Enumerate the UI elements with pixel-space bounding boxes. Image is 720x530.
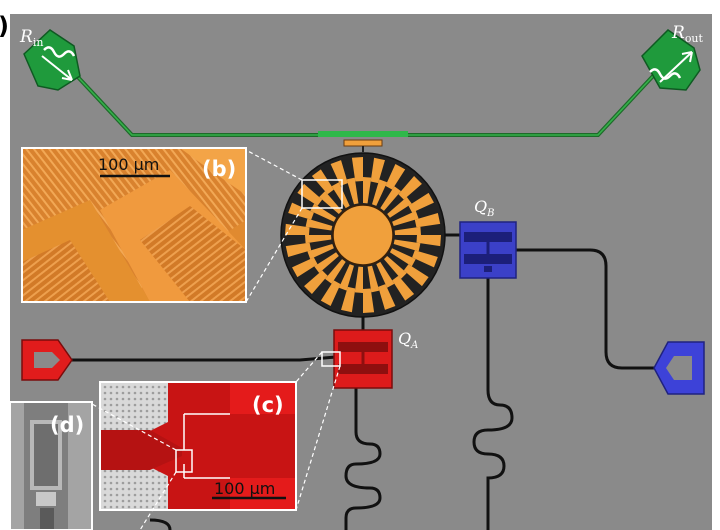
- input-port-label: Rin: [19, 27, 43, 49]
- resonator-outer-finger: [403, 264, 429, 287]
- resonator-outer-finger: [292, 257, 318, 278]
- resonator-inner-finger: [389, 248, 416, 267]
- resonator-outer-finger: [398, 176, 422, 200]
- resonator-inner-finger: [346, 177, 359, 205]
- resonator-outer-finger: [392, 275, 415, 301]
- resonator-outer-finger: [378, 284, 396, 310]
- resonator-outer-finger: [304, 270, 328, 294]
- drive-port-a: [21, 339, 73, 381]
- resonator-outer-finger: [351, 157, 363, 182]
- drive-port-b: [653, 341, 705, 395]
- resonator-inner-finger: [307, 244, 334, 260]
- qubit-b-drive-line: [516, 248, 654, 370]
- scale-bar-b-label: 100 µm: [98, 155, 159, 174]
- panel-d-label: (d): [50, 413, 84, 437]
- resonator-center-pad: [332, 204, 394, 266]
- output-port: [641, 29, 701, 91]
- resonator-outer-finger: [414, 213, 441, 228]
- resonator-outer-finger: [370, 157, 385, 184]
- resonator-outer-finger: [288, 202, 314, 220]
- resonator-inner-finger: [372, 179, 388, 206]
- arrow-icon: [659, 51, 693, 83]
- qubit-a: [333, 329, 393, 389]
- resistor-icon: [43, 46, 76, 58]
- qubit-a-flux-line: [344, 388, 382, 530]
- resonator-outer-finger: [311, 169, 334, 195]
- arrow-icon: [41, 55, 73, 81]
- panel-a-label: ): [0, 12, 9, 40]
- resonator-inner-finger: [392, 210, 419, 226]
- scale-bar-c-label: 100 µm: [214, 479, 275, 498]
- bottom-meander: [149, 518, 172, 530]
- resonator-inner-finger: [331, 182, 350, 209]
- resonator-coupling-pad: [343, 139, 383, 147]
- resonator-outer-finger: [320, 280, 341, 306]
- qubit-a-label: QA: [398, 329, 418, 351]
- resonator-inner-finger: [380, 186, 401, 211]
- qubit-b-label: QB: [474, 197, 494, 219]
- resonator-outer-finger: [341, 286, 356, 313]
- resonator: [280, 152, 446, 318]
- resonator-inner-finger: [383, 255, 407, 279]
- resonator-inner-finger: [325, 259, 346, 284]
- resonator-outer-finger: [385, 164, 406, 190]
- resonator-inner-finger: [367, 265, 380, 293]
- qubit-a-zoom-box: [321, 351, 341, 367]
- resonator-inner-finger: [387, 197, 412, 218]
- input-port: [23, 29, 81, 91]
- resonator-inner-finger: [305, 235, 332, 244]
- qubit-b: [459, 221, 517, 279]
- output-port-label: Rout: [671, 23, 704, 45]
- panel-c-micrograph: 100 µm (c): [99, 381, 297, 511]
- resonator-outer-finger: [416, 235, 441, 247]
- resonator-outer-finger: [285, 242, 312, 257]
- resonator-zoom-box: [301, 179, 343, 209]
- resonator-outer-finger: [330, 160, 348, 186]
- resonator-inner-finger: [363, 177, 372, 204]
- panel-c-label: (c): [252, 393, 284, 417]
- resonator-outer-finger: [412, 250, 438, 268]
- junction-zoom-box: [175, 449, 193, 473]
- resonator-inner-finger: [305, 218, 333, 231]
- resonator-inner-finger: [314, 252, 339, 273]
- panel-b-micrograph: 100 µm (b): [21, 147, 247, 303]
- feedline-coupler: [318, 131, 408, 137]
- panel-d-sem: (d): [9, 401, 93, 530]
- qubit-b-flux-line: [472, 270, 514, 530]
- resonator-inner-finger: [376, 261, 395, 288]
- resonator-inner-finger: [393, 239, 421, 252]
- resonator-inner-finger: [354, 266, 363, 293]
- resonator-outer-finger: [297, 183, 323, 206]
- resonator-inner-finger: [394, 226, 421, 235]
- resonator-outer-finger: [408, 192, 434, 213]
- panel-b-label: (b): [202, 157, 236, 181]
- qubit-a-drive-line: [72, 355, 337, 362]
- resonator-inner-finger: [338, 264, 354, 291]
- resonator-outer-finger: [363, 288, 375, 313]
